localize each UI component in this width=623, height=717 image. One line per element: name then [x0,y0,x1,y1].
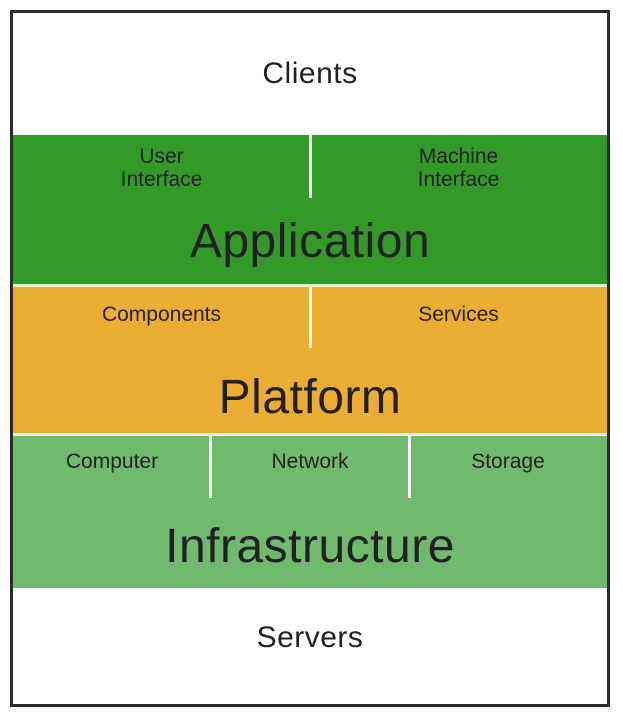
platform-layer-title: Platform [218,371,402,424]
cell-user-interface: User Interface [120,145,203,191]
cell-services: Services [418,303,499,326]
cloud-stack-diagram: Clients User Interface Machine Interface… [10,10,610,707]
platform-infrastructure-separator [13,433,607,436]
servers-band: Servers [13,588,607,704]
cell-components: Components [101,303,222,326]
cell-storage: Storage [471,450,545,473]
application-layer: User Interface Machine Interface Applica… [13,135,607,284]
platform-cells: Components Services [13,287,607,326]
cell-network: Network [271,450,349,473]
servers-label: Servers [256,621,364,654]
infrastructure-layer: Computer Network Storage Infrastructure [13,436,607,588]
platform-layer: Components Services Platform [13,287,607,433]
infrastructure-cell-divider-left [209,436,213,498]
application-layer-title: Application [189,215,431,268]
infrastructure-cells: Computer Network Storage [13,436,607,473]
infrastructure-cell-divider-right [407,436,411,498]
platform-cell-divider [308,287,312,348]
clients-band: Clients [13,13,607,135]
cell-computer: Computer [65,450,159,473]
infrastructure-layer-title: Infrastructure [165,520,455,573]
application-cells: User Interface Machine Interface [13,135,607,191]
clients-label: Clients [262,57,358,90]
application-platform-separator [13,284,607,287]
cell-machine-interface: Machine Interface [417,145,500,191]
application-cell-divider [308,135,312,198]
